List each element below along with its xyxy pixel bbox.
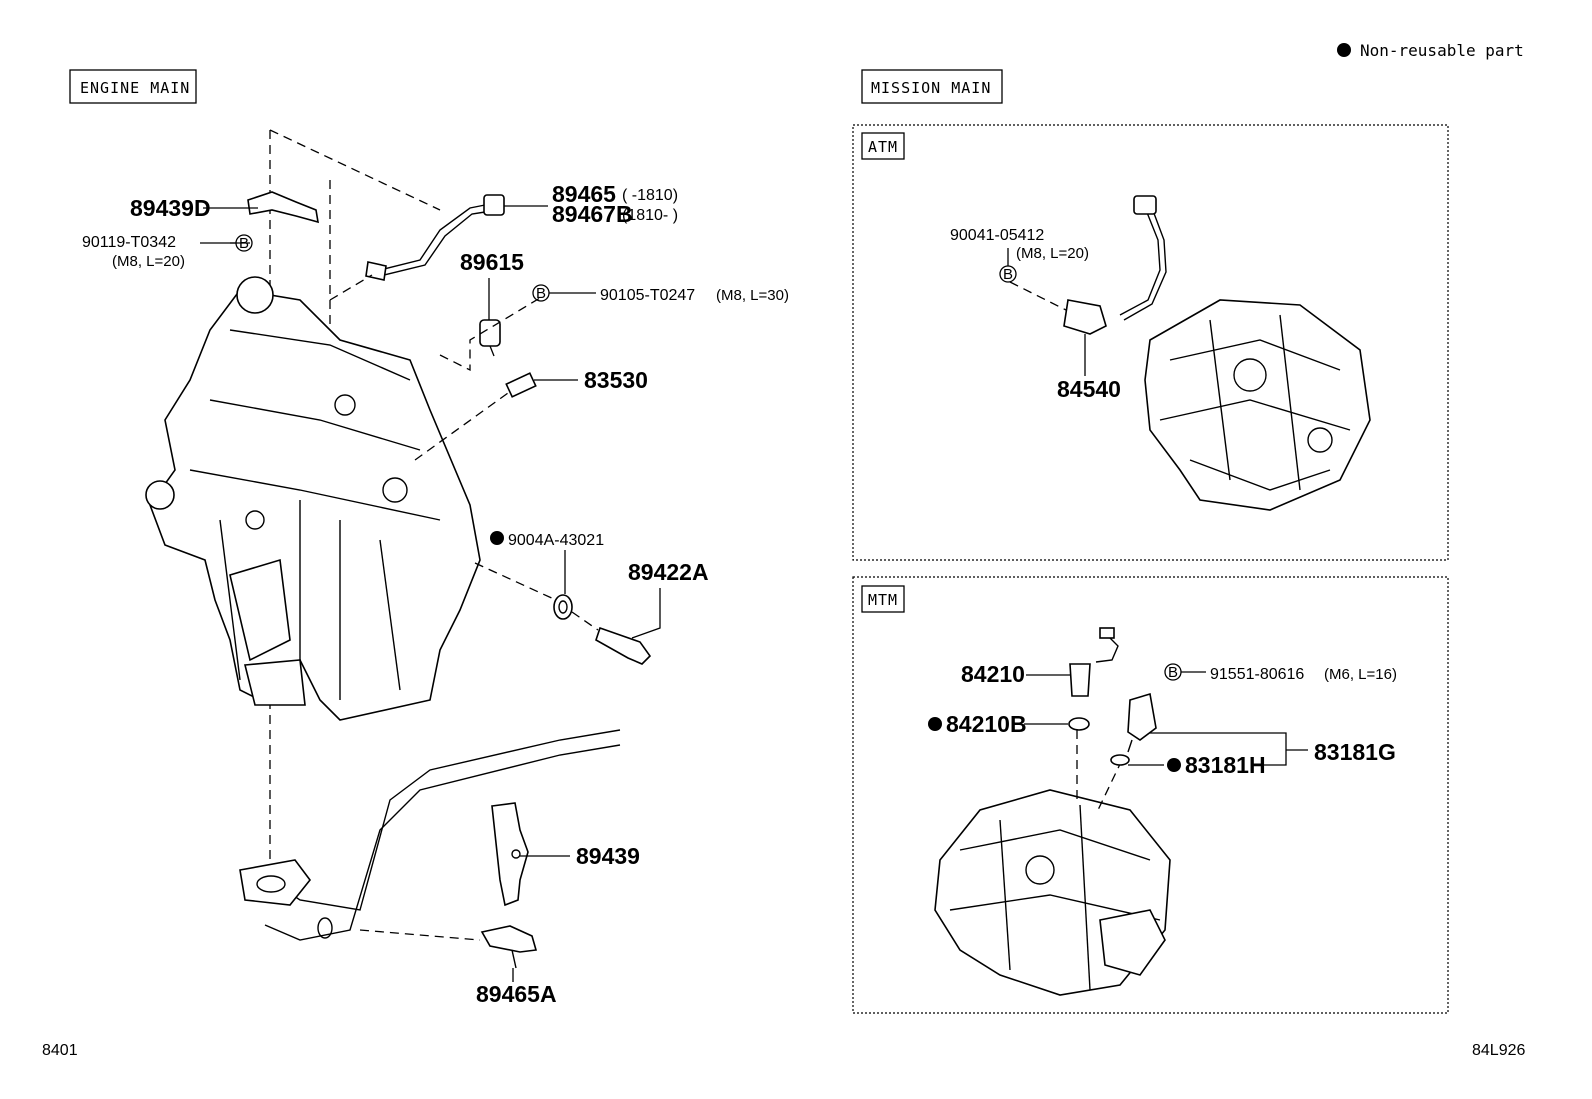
part-89439[interactable]: 89439 [576, 843, 640, 869]
gasket-9004A [553, 594, 573, 620]
mission-main-box [861, 69, 1003, 104]
bracket-89439D [247, 191, 319, 224]
part-90105-T0247[interactable]: 90105-T0247 [600, 287, 695, 304]
atm-panel [852, 124, 1449, 561]
part-91551-spec: (M6, L=16) [1324, 666, 1397, 683]
legend-text: Non-reusable part [1360, 41, 1524, 60]
part-83181H[interactable]: 83181H [1185, 752, 1266, 778]
non-reusable-bullet-icon [928, 717, 942, 731]
sensor-89465A [480, 925, 538, 969]
speed-sensor-83181G [1110, 692, 1157, 766]
part-91551-80616[interactable]: 91551-80616 [1210, 666, 1304, 683]
part-84210[interactable]: 84210 [961, 661, 1025, 687]
manual-transmission-illustration [934, 730, 1171, 996]
part-90119-T0342[interactable]: 90119-T0342 [82, 234, 176, 251]
part-84540[interactable]: 84540 [1057, 376, 1121, 402]
automatic-transmission-illustration [1144, 299, 1371, 511]
non-reusable-bullet-icon [1337, 43, 1351, 57]
non-reusable-bullet-icon [1167, 758, 1181, 772]
bolt-marker-icon: B [536, 285, 546, 302]
bolt-marker-icon: B [1003, 266, 1013, 283]
oxygen-sensor-89465 [329, 194, 505, 301]
footer-right-code: 84L926 [1472, 1042, 1525, 1059]
part-89467B[interactable]: 89467B [552, 201, 633, 227]
switch-83530 [414, 372, 537, 461]
part-90105-spec: (M8, L=30) [716, 287, 789, 304]
part-83181G[interactable]: 83181G [1314, 739, 1396, 765]
bolt-marker-icon: B [239, 235, 249, 252]
part-89615[interactable]: 89615 [460, 249, 524, 275]
engine-main-title: ENGINE MAIN [80, 79, 190, 97]
part-90041-spec: (M8, L=20) [1016, 245, 1089, 262]
part-9004A-43021[interactable]: 9004A-43021 [508, 532, 604, 549]
part-90041-05412[interactable]: 90041-05412 [950, 227, 1044, 244]
atm-tag-box [861, 132, 905, 160]
engine-assembly-illustration [145, 129, 481, 860]
atm-tag: ATM [868, 138, 898, 156]
exhaust-pipe-illustration [239, 729, 621, 941]
bracket-89439 [491, 802, 529, 907]
part-84210B[interactable]: 84210B [946, 711, 1027, 737]
part-89465-range: ( -1810) [622, 187, 678, 204]
sensor-89615 [439, 297, 541, 372]
part-83530[interactable]: 83530 [584, 367, 648, 393]
sensor-89422A [474, 562, 652, 665]
part-90119-spec: (M8, L=20) [112, 253, 185, 270]
sensor-84210 [1068, 627, 1119, 731]
speed-sensor-84540 [1009, 195, 1167, 376]
mtm-panel [852, 576, 1449, 1014]
mission-main-title: MISSION MAIN [871, 79, 991, 97]
part-89465[interactable]: 89465 [552, 181, 616, 207]
part-89467B-range: (1810- ) [622, 207, 678, 224]
non-reusable-bullet-icon [490, 531, 504, 545]
mtm-tag: MTM [868, 591, 898, 609]
mtm-tag-box [861, 585, 905, 613]
footer-left-code: 8401 [42, 1042, 78, 1059]
legend: Non-reusable part [1337, 41, 1524, 60]
bolt-marker-icon: B [1168, 664, 1178, 681]
part-89465A[interactable]: 89465A [476, 981, 557, 1007]
part-89422A[interactable]: 89422A [628, 559, 709, 585]
engine-main-box [69, 69, 197, 104]
part-89439D[interactable]: 89439D [130, 195, 211, 221]
